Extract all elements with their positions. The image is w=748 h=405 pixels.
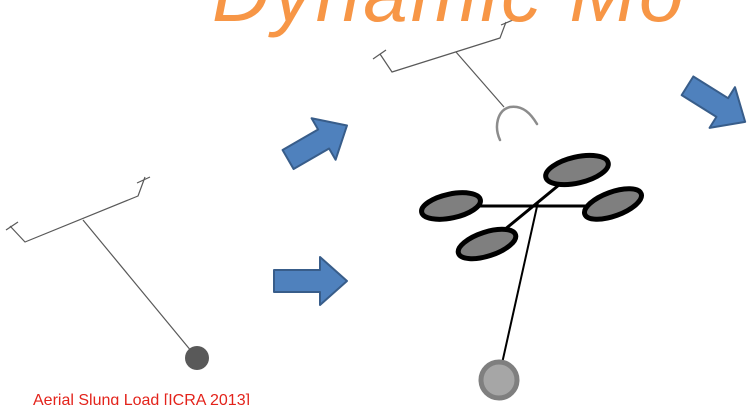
slide-title: Dynamic Mo [212, 0, 687, 34]
rotor-left [419, 190, 483, 222]
pendulum-rod [82, 219, 193, 353]
gripper-rod [455, 51, 505, 108]
quadrotor-cable [500, 201, 539, 369]
arrow-up-right-icon [281, 117, 348, 171]
gripper-claw [495, 105, 539, 142]
gripper-pendulum-icon [372, 19, 539, 142]
pendulum-dark-load [185, 346, 209, 370]
pendulum-bar-end-left [5, 221, 19, 231]
arrow-down-right-icon [680, 75, 747, 129]
citation-text: Aerial Slung Load [ICRA 2013] [33, 392, 251, 405]
rotor-top-right [543, 152, 611, 188]
rotor-bottom-left [455, 226, 519, 262]
gripper-t-bar [379, 21, 507, 73]
quadrotor-icon [419, 152, 644, 401]
gripper-bar-end-left [372, 49, 387, 60]
gripper-bar-end-right [500, 19, 514, 26]
hanging-pendulum-icon [5, 176, 209, 370]
rotor-right [582, 186, 644, 222]
arrow-right-icon [273, 256, 348, 306]
pendulum-t-bar [9, 176, 146, 243]
pendulum-bar-end-right [136, 176, 151, 184]
quadrotor-gray-load [478, 359, 520, 401]
